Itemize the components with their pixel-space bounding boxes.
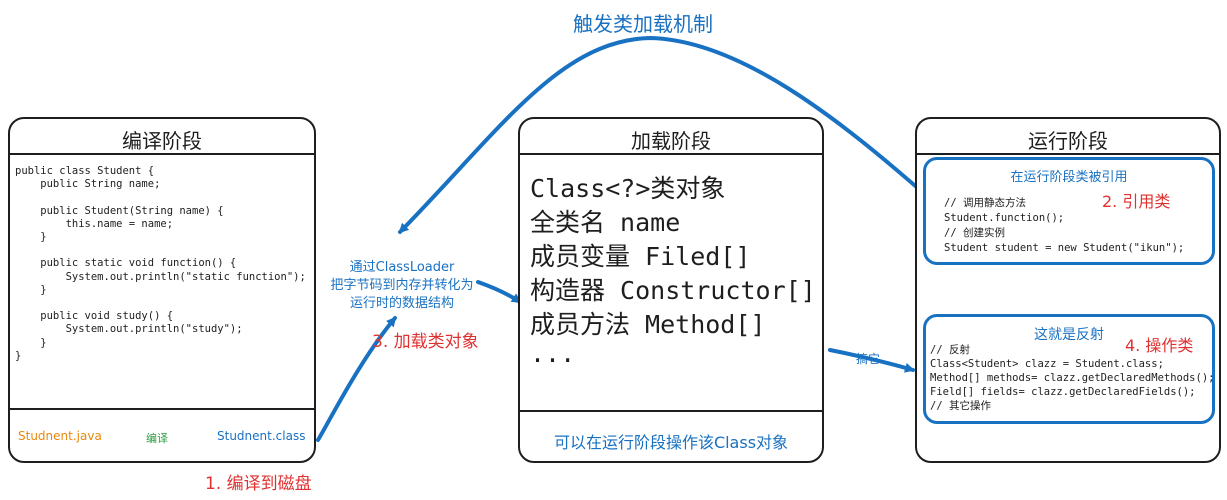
run-stage-box: 运行阶段 在运行阶段类被引用 2. 引用类 // 调用静态方法 Student.f… xyxy=(915,117,1221,463)
divider xyxy=(10,153,314,155)
load-stage-title: 加载阶段 xyxy=(631,129,711,153)
code-line xyxy=(15,244,306,257)
classloader-note-line: 运行时的数据结构 xyxy=(349,296,454,311)
class-object-member: Class<?>类对象 xyxy=(530,174,726,203)
classloader-note-line: 把字节码到内存并转化为 xyxy=(330,278,474,293)
divider xyxy=(520,410,822,412)
divider xyxy=(10,408,314,410)
compile-stage-title: 编译阶段 xyxy=(122,129,202,153)
source-file-label: Studnent.java xyxy=(18,429,102,443)
step4-label: 4. 操作类 xyxy=(1125,336,1194,355)
code-line: // 其它操作 xyxy=(930,400,991,412)
code-line: Field[] fields= clazz.getDeclaredFields(… xyxy=(930,386,1196,398)
divider xyxy=(520,153,822,155)
compile-stage-box: 编译阶段 public class Student { public Strin… xyxy=(8,117,316,463)
code-line: System.out.println("study"); xyxy=(15,323,243,336)
constructors-member: 构造器 Constructor[] xyxy=(530,276,816,305)
reflection-box: 这就是反射 4. 操作类 // 反射 Class<Student> clazz =… xyxy=(923,314,1215,424)
methods-member: 成员方法 Method[] xyxy=(530,310,766,339)
code-line: // 创建实例 xyxy=(944,227,1005,239)
code-line: public void study() { xyxy=(15,310,174,323)
class-file-label: Studnent.class xyxy=(217,429,306,443)
code-line: Student student = new Student("ikun"); xyxy=(944,242,1185,254)
compile-label: 编译 xyxy=(144,430,170,446)
code-line: public class Student { xyxy=(15,165,155,177)
classloader-note-line: 通过ClassLoader xyxy=(349,260,455,275)
trigger-label: 触发类加载机制 xyxy=(573,12,713,36)
code-line: Class<Student> clazz = Student.class; xyxy=(930,358,1164,370)
code-line: } xyxy=(15,336,47,349)
code-line: Student.function(); xyxy=(944,212,1065,224)
step3-label: 3. 加载类对象 xyxy=(372,332,479,352)
get-it-label: 搞它 xyxy=(856,352,881,366)
reflection-box-title: 这就是反射 xyxy=(1034,327,1104,343)
code-line: public Student(String name) { xyxy=(15,204,224,217)
step1-label: 1. 编译到磁盘 xyxy=(205,474,312,494)
code-line: } xyxy=(15,231,47,244)
fields-member: 成员变量 Filed[] xyxy=(530,242,751,271)
step2-label: 2. 引用类 xyxy=(1102,192,1171,211)
code-line: public String name; xyxy=(15,178,161,191)
code-line: } xyxy=(15,283,47,296)
student-class-code: public class Student { public String nam… xyxy=(15,165,306,363)
code-line: System.out.println("static function"); xyxy=(15,270,306,283)
ellipsis-member: ... xyxy=(530,339,576,368)
code-line: this.name = name; xyxy=(15,217,174,230)
load-stage-box: 加载阶段 Class<?>类对象 全类名 name 成员变量 Filed[] 构… xyxy=(518,117,824,463)
reference-code: // 调用静态方法 Student.function(); // 创建实例 Stude… xyxy=(944,196,1184,256)
reflection-code: // 反射 Class<Student> clazz = Student.clas… xyxy=(930,343,1214,413)
full-name-member: 全类名 name xyxy=(530,208,681,237)
run-stage-title: 运行阶段 xyxy=(1028,129,1108,153)
reference-box: 在运行阶段类被引用 2. 引用类 // 调用静态方法 Student.functi… xyxy=(923,157,1215,265)
classloader-note: 通过ClassLoader 把字节码到内存并转化为 运行时的数据结构 xyxy=(312,259,492,313)
code-line: } xyxy=(15,349,22,362)
code-line: Method[] methods= clazz.getDeclaredMetho… xyxy=(930,372,1215,384)
code-line: // 调用静态方法 xyxy=(944,197,1026,209)
divider xyxy=(917,153,1219,155)
code-line xyxy=(15,191,306,204)
code-line: // 反射 xyxy=(930,344,970,356)
code-line: public static void function() { xyxy=(15,257,237,270)
code-line xyxy=(15,297,306,310)
load-stage-footer: 可以在运行阶段操作该Class对象 xyxy=(553,433,789,452)
reference-box-title: 在运行阶段类被引用 xyxy=(1010,170,1128,185)
